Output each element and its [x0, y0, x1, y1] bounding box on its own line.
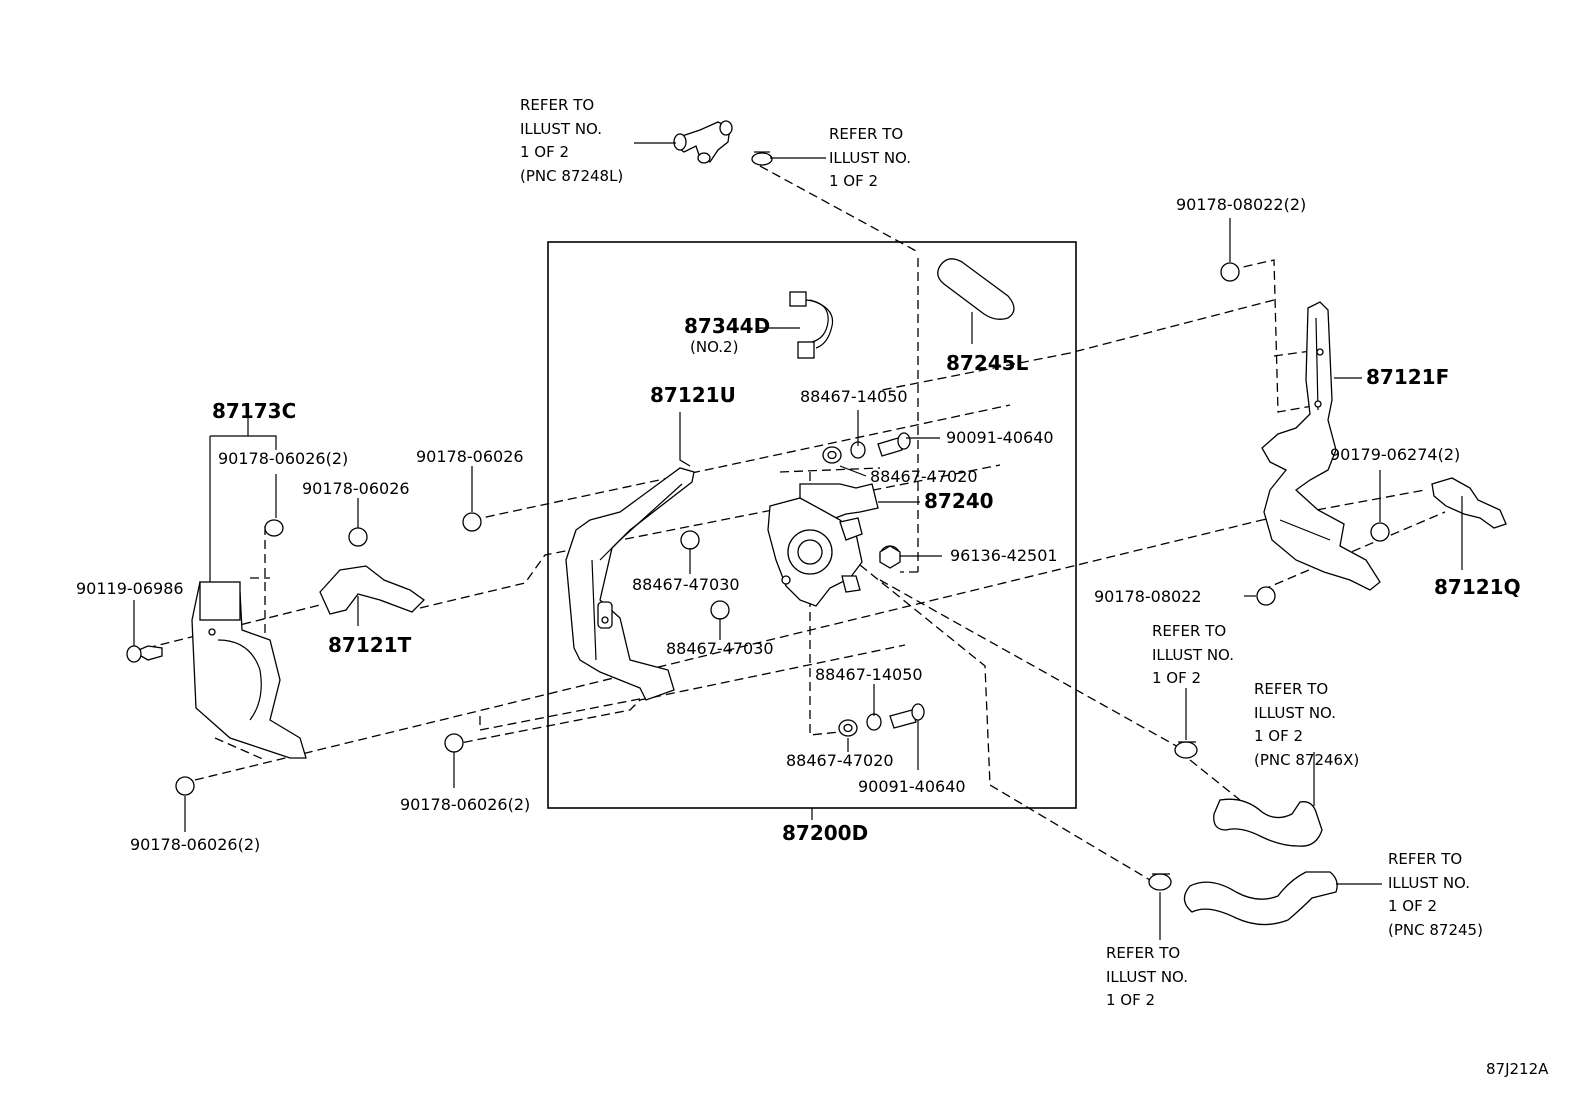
label-90179-06274-2: 90179-06274(2): [1330, 445, 1460, 464]
refer-line: ILLUST NO.: [1106, 968, 1188, 986]
outside-fastener-shapes: [126, 262, 1390, 796]
label-90178-06026-b: 90178-06026: [416, 447, 524, 466]
label-90178-06026-2-c: 90178-06026(2): [130, 835, 260, 854]
heater-valve-shape: [673, 120, 733, 164]
refer-line: ILLUST NO.: [1152, 646, 1234, 664]
label-90091-40640-top: 90091-40640: [946, 428, 1054, 447]
refer-line: REFER TO: [1254, 680, 1328, 698]
label-90178-08022-2: 90178-08022(2): [1176, 195, 1306, 214]
label-87121T: 87121T: [328, 633, 412, 657]
refer-note-right-clip: REFER TO ILLUST NO. 1 OF 2: [1152, 622, 1234, 687]
label-90178-06026-2-b: 90178-06026(2): [400, 795, 530, 814]
bracket-87121Q-shape: [1431, 477, 1507, 529]
label-87245L: 87245L: [946, 351, 1029, 375]
refer-line: REFER TO: [1152, 622, 1226, 640]
hose-87246X-shape: [1213, 798, 1323, 847]
refer-note-top-mid: REFER TO ILLUST NO. 1 OF 2: [829, 125, 911, 190]
label-88467-47020-top: 88467-47020: [870, 467, 978, 486]
wire-connector-87344D-shape: [789, 291, 834, 359]
refer-line: REFER TO: [520, 96, 594, 114]
label-87240: 87240: [924, 489, 994, 513]
refer-line: (PNC 87248L): [520, 167, 623, 185]
hose-87245L-shape: [937, 258, 1015, 320]
refer-line: ILLUST NO.: [520, 120, 602, 138]
label-87344D: 87344D: [684, 314, 770, 338]
refer-line: 1 OF 2: [1388, 897, 1437, 915]
refer-note-bottom-clip: REFER TO ILLUST NO. 1 OF 2: [1106, 944, 1188, 1009]
label-90178-06026-2-a: 90178-06026(2): [218, 449, 348, 468]
refer-note-right-hose: REFER TO ILLUST NO. 1 OF 2 (PNC 87246X): [1254, 680, 1359, 769]
label-88467-47030-b: 88467-47030: [666, 639, 774, 658]
hose-clip-bottom-shape: [1148, 873, 1172, 891]
label-87121F: 87121F: [1366, 365, 1449, 389]
label-87200D: 87200D: [782, 821, 868, 845]
label-90119-06986: 90119-06986: [76, 579, 184, 598]
label-87344D-sub: (NO.2): [690, 338, 738, 356]
bracket-87121U-shape: [565, 467, 695, 701]
refer-line: ILLUST NO.: [1388, 874, 1470, 892]
fastener-shapes: [680, 432, 925, 737]
bracket-87121F-shape: [1261, 301, 1381, 591]
water-pump-87240-shape: [767, 483, 879, 607]
heat-shield-87173C-shape: [191, 581, 307, 759]
label-96136-42501: 96136-42501: [950, 546, 1058, 565]
refer-line: 1 OF 2: [1254, 727, 1303, 745]
label-87121Q: 87121Q: [1434, 575, 1521, 599]
label-88467-47030-a: 88467-47030: [632, 575, 740, 594]
refer-line: REFER TO: [1388, 850, 1462, 868]
label-90178-08022: 90178-08022: [1094, 587, 1202, 606]
refer-line: ILLUST NO.: [829, 149, 911, 167]
label-90178-06026-a: 90178-06026: [302, 479, 410, 498]
leader-lines: [133, 142, 1463, 940]
illustration-code: 87J212A: [1486, 1060, 1549, 1078]
hose-clip-right-shape: [1174, 741, 1198, 759]
label-88467-14050-bot: 88467-14050: [815, 665, 923, 684]
refer-note-bottom-hose: REFER TO ILLUST NO. 1 OF 2 (PNC 87245): [1388, 850, 1483, 939]
refer-line: REFER TO: [1106, 944, 1180, 962]
refer-line: ILLUST NO.: [1254, 704, 1336, 722]
refer-line: (PNC 87246X): [1254, 751, 1359, 769]
refer-line: 1 OF 2: [829, 172, 878, 190]
refer-line: (PNC 87245): [1388, 921, 1483, 939]
label-87173C: 87173C: [212, 399, 296, 423]
refer-line: REFER TO: [829, 125, 903, 143]
hose-clip-top-shape: [751, 151, 773, 166]
refer-line: 1 OF 2: [1106, 991, 1155, 1009]
refer-line: 1 OF 2: [1152, 669, 1201, 687]
label-87121U: 87121U: [650, 383, 736, 407]
hose-87245-shape: [1183, 871, 1338, 926]
label-90091-40640-bot: 90091-40640: [858, 777, 966, 796]
refer-line: 1 OF 2: [520, 143, 569, 161]
label-88467-14050-top: 88467-14050: [800, 387, 908, 406]
refer-note-top-left: REFER TO ILLUST NO. 1 OF 2 (PNC 87248L): [520, 96, 623, 185]
bracket-87121T-shape: [319, 565, 426, 615]
label-88467-47020-bot: 88467-47020: [786, 751, 894, 770]
